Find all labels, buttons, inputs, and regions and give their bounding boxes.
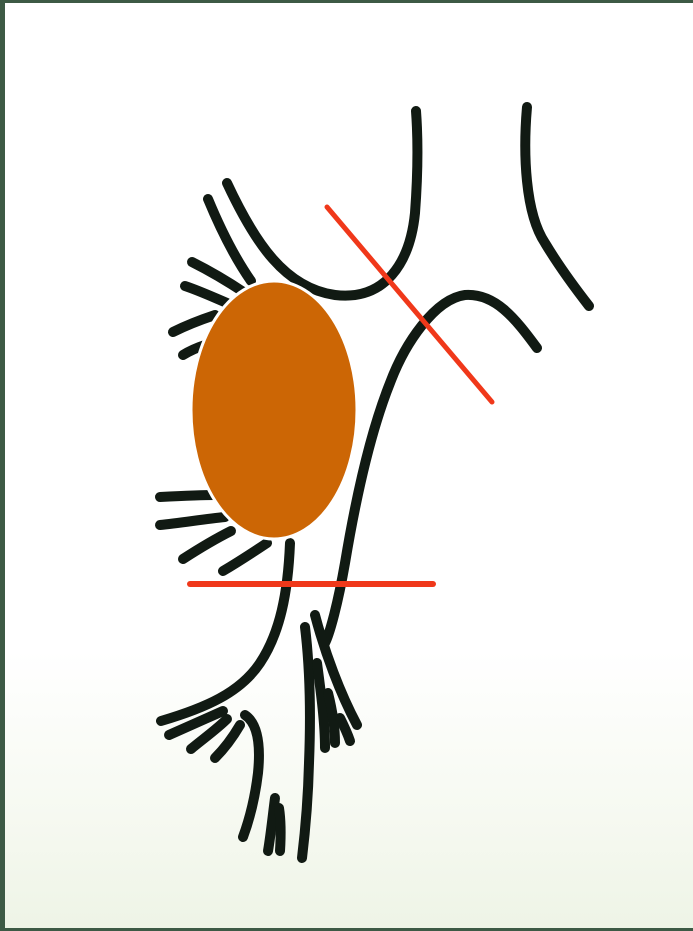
lower-center-mid xyxy=(302,627,310,858)
lower-center-short-2 xyxy=(279,808,281,851)
left-twig-7 xyxy=(183,531,231,559)
main-trunk xyxy=(325,295,537,643)
upper-u-vessel xyxy=(227,111,417,296)
lower-center-short xyxy=(268,798,275,851)
mass xyxy=(191,281,357,539)
left-twig-6 xyxy=(160,517,225,525)
lower-center-twig-1 xyxy=(317,663,325,748)
lower-center-left xyxy=(243,715,259,837)
vessel-diagram xyxy=(5,3,693,931)
left-twig-5 xyxy=(160,495,215,497)
upper-right-curve xyxy=(525,107,589,306)
left-twig-8 xyxy=(223,543,267,571)
left-twig-2 xyxy=(185,286,227,303)
lower-right-twig xyxy=(340,718,350,741)
